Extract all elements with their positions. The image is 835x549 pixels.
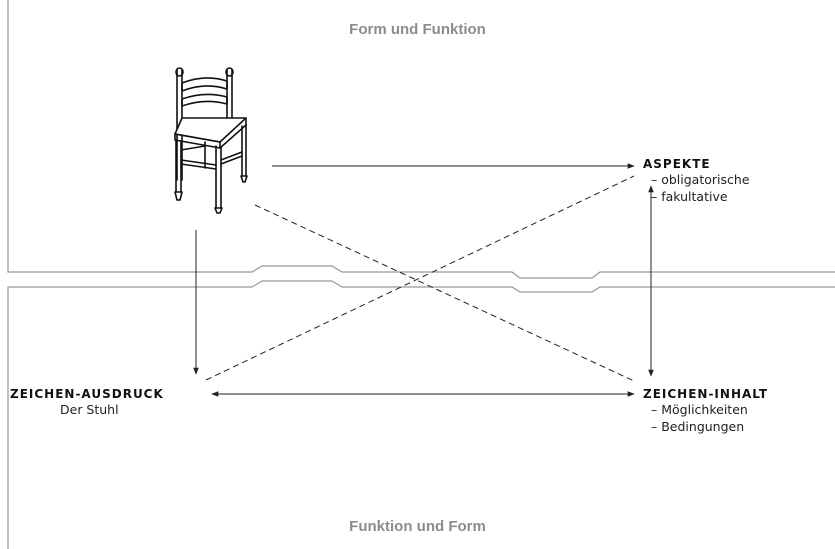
inhalt-item: – Bedingungen: [651, 419, 745, 434]
title-bottom: Funktion und Form: [349, 518, 486, 535]
ausdruck-label: ZEICHEN-AUSDRUCK: [10, 387, 164, 401]
inhalt-node: ZEICHEN-INHALT – Möglichkeiten – Bedingu…: [643, 387, 768, 435]
ausdruck-node: ZEICHEN-AUSDRUCK Der Stuhl: [10, 387, 164, 418]
ausdruck-sub: Der Stuhl: [60, 402, 119, 417]
chair-icon: [174, 67, 248, 214]
aspekte-label: ASPEKTE: [643, 157, 711, 171]
top-panel-frame: [7, 0, 835, 279]
dashed-line-chair-to-inhalt: [254, 204, 635, 382]
dashed-line-ausdruck-to-aspekte: [205, 175, 635, 381]
aspekte-item: – fakultative: [651, 189, 728, 204]
bottom-panel-frame: [7, 280, 835, 549]
inhalt-label: ZEICHEN-INHALT: [643, 387, 769, 401]
aspekte-node: ASPEKTE – obligatorische – fakultative: [643, 157, 750, 205]
aspekte-item: – obligatorische: [651, 172, 750, 187]
title-top: Form und Funktion: [349, 21, 486, 38]
inhalt-item: – Möglichkeiten: [651, 402, 748, 417]
